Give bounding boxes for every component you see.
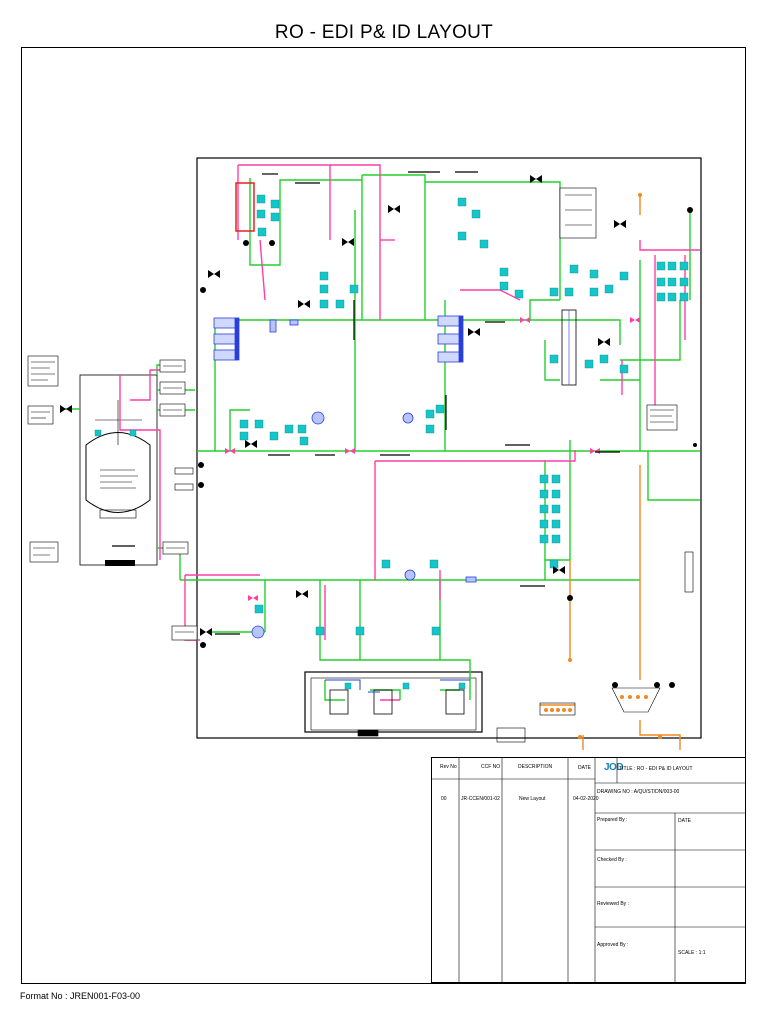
feed-tank — [79, 374, 158, 566]
bottom-skids — [357, 687, 661, 743]
tb-row-rev: 00 — [441, 796, 447, 802]
tb-row-ccf: JR-CCEN/001-02 — [461, 796, 500, 802]
cip-skid-boundary — [304, 671, 483, 733]
ro-vessels-left — [213, 317, 240, 361]
tb-prepared-by: Prepared By : — [597, 817, 628, 823]
tb-drawing-no-value: A/QU/ST/DN/003-00 — [633, 789, 680, 795]
left-connection-boxes — [27, 187, 694, 641]
page-title: RO - EDI P& ID LAYOUT — [274, 22, 494, 43]
format-number: Format No : JREN001-F03-00 — [20, 991, 141, 1001]
tb-row-date: 04-02-2020 — [573, 796, 599, 802]
process-lines-pink — [119, 164, 700, 701]
ro-vessels-right — [437, 315, 464, 363]
terminal-points — [198, 207, 697, 688]
cip-tanks — [329, 689, 465, 715]
tb-approved-by: Approved By : — [597, 942, 629, 948]
edi-module — [561, 309, 577, 386]
cip-inner-boundary — [310, 677, 477, 731]
pink-valves — [225, 317, 640, 601]
title-block — [431, 757, 746, 983]
pumps — [251, 319, 477, 639]
tb-header-description: DESCRIPTION — [518, 764, 553, 770]
tb-date-label: DATE — [678, 818, 691, 824]
drain-arrows — [544, 193, 662, 739]
tb-scale: SCALE : 1:1 — [678, 950, 706, 956]
tb-header-rev: Rev No — [440, 764, 457, 770]
system-boundary — [196, 157, 702, 739]
tb-drawing-no-label: DRAWING NO : — [597, 789, 634, 795]
cip-tank-lines — [325, 679, 470, 693]
tb-row-description: New Layout — [519, 796, 546, 802]
valves — [60, 175, 626, 636]
tb-header-ccf: CCF NO — [481, 764, 501, 770]
cartridge-filter-highlight — [235, 182, 255, 232]
company-logo: JOD — [604, 762, 624, 773]
tb-drawing-no: DRAWING NO : A/QU/ST/DN/003-00 — [597, 789, 679, 795]
tb-header-date: DATE — [578, 765, 591, 771]
tb-checked-by: Checked By : — [597, 857, 627, 863]
line-labels — [112, 171, 620, 635]
instrument-tags — [94, 194, 689, 690]
drawing-frame — [21, 47, 746, 984]
tb-reviewed-by: Reviewed By : — [597, 901, 629, 907]
box-text-lines — [31, 194, 674, 633]
tb-drawing-title: TITLE : RO - EDI P& ID LAYOUT — [619, 766, 693, 772]
